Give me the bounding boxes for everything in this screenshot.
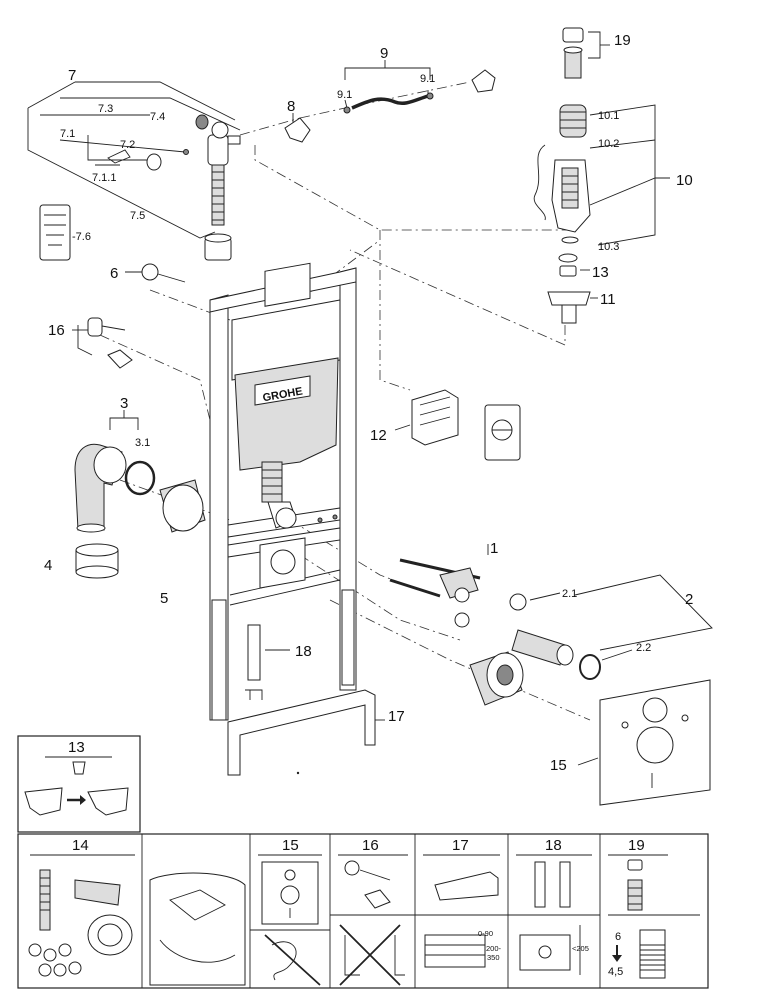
panel-16-bracket: 16 xyxy=(330,837,415,986)
dim-17-a: 0-90 xyxy=(478,929,493,938)
item-10-flush-valve-group xyxy=(533,27,670,324)
callout-labels: 1 2 2.1 2.2 3 3.1 4 5 6 7 7.1 7.1.1 7.2 … xyxy=(44,32,693,774)
callout-7: 7 xyxy=(68,67,76,84)
panel-16-label: 16 xyxy=(362,837,379,854)
callout-9-1a: 9.1 xyxy=(337,89,352,101)
panel-18-label: 18 xyxy=(545,837,562,854)
item-6-wall-anchor xyxy=(125,263,186,283)
panel-19-flush-volume: 19 6 4,5 xyxy=(608,837,700,979)
panel-19-label: 19 xyxy=(628,837,645,854)
callout-7-1: 7.1 xyxy=(60,128,75,140)
callout-1: 1 xyxy=(490,540,498,557)
callout-5: 5 xyxy=(160,590,168,607)
dim-18: <205 xyxy=(572,944,589,953)
item-3-pan-connector-bend xyxy=(74,410,206,579)
item-1-2-bolts-and-waste-pipe xyxy=(389,544,713,706)
callout-7-1-1: 7.1.1 xyxy=(92,172,116,184)
callout-11: 11 xyxy=(600,291,616,308)
item-8-valve-connector xyxy=(284,113,311,143)
callout-4: 4 xyxy=(44,557,52,574)
callout-19: 19 xyxy=(614,32,631,49)
marker-dot xyxy=(296,771,300,775)
panel-13-label: 13 xyxy=(68,739,85,756)
callout-10: 10 xyxy=(676,172,693,189)
panel-installation-sketch xyxy=(149,872,246,986)
item-7-fill-valve-group xyxy=(27,81,241,261)
panel-17-label: 17 xyxy=(452,837,469,854)
panel-15-label: 15 xyxy=(282,837,299,854)
item-15-insulation-mat xyxy=(577,679,711,806)
panel-17-floor-stand: 17 0-90 200- 350 xyxy=(415,837,508,968)
callout-13: 13 xyxy=(592,264,609,281)
panel-15-mat: 15 xyxy=(250,837,330,986)
callout-8: 8 xyxy=(287,98,295,115)
callout-3: 3 xyxy=(120,395,128,412)
callout-12: 12 xyxy=(370,427,387,444)
item-18-fixing-bracket-set xyxy=(245,624,290,700)
callout-15: 15 xyxy=(550,757,567,774)
callout-10-2: 10.2 xyxy=(598,138,619,150)
callout-7-4: 7.4 xyxy=(150,111,165,123)
panel-14-accessories: 14 xyxy=(28,837,135,977)
callout-9-1b: 9.1 xyxy=(420,73,435,85)
callout-9: 9 xyxy=(380,45,388,62)
flush-plate-outline xyxy=(484,404,521,461)
panel-18-brackets: 18 <205 xyxy=(508,837,600,975)
callout-2-2: 2.2 xyxy=(636,642,651,654)
panel-13-adapter: 13 xyxy=(17,735,141,833)
item-16-fixing-bracket xyxy=(72,317,133,369)
callout-18: 18 xyxy=(295,643,312,660)
callout-6: 6 xyxy=(110,265,118,282)
item-17-floor-stand xyxy=(227,689,385,776)
dim-17-c: 350 xyxy=(487,953,500,962)
dim-19-a: 6 xyxy=(615,931,621,943)
callout-2: 2 xyxy=(685,591,693,608)
bottom-panel-strip xyxy=(17,833,709,989)
callout-7-3: 7.3 xyxy=(98,103,113,115)
dim-19-b: 4,5 xyxy=(608,966,623,978)
callout-16: 16 xyxy=(48,322,65,339)
callout-7-6: -7.6 xyxy=(72,231,91,243)
callout-7-5: 7.5 xyxy=(130,210,145,222)
installation-frame: GROHE xyxy=(209,262,357,721)
item-9-flex-hose xyxy=(343,60,496,114)
callout-10-3: 10.3 xyxy=(598,241,619,253)
callout-10-1: 10.1 xyxy=(598,110,619,122)
callout-7-2: 7.2 xyxy=(120,139,135,151)
panel-14-label: 14 xyxy=(72,837,89,854)
dim-17-b: 200- xyxy=(486,944,502,953)
callout-17: 17 xyxy=(388,708,405,725)
callout-3-1: 3.1 xyxy=(135,437,150,449)
callout-2-1: 2.1 xyxy=(562,588,577,600)
item-12-sound-box xyxy=(394,389,459,446)
